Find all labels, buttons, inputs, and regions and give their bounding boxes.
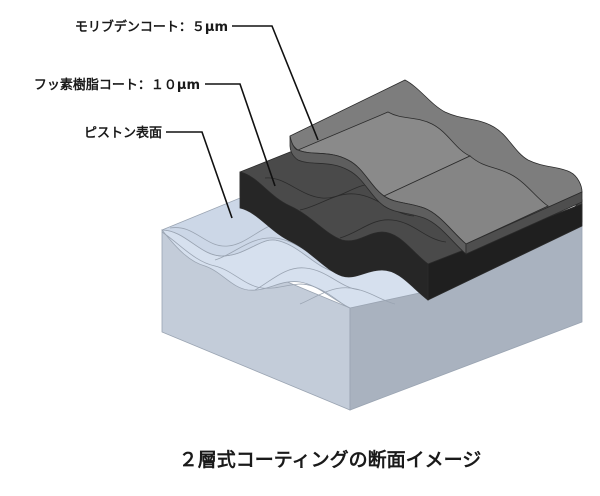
fluororesin-ridge-3 xyxy=(339,219,447,243)
leader-line-molybdenum xyxy=(232,25,319,141)
molybdenum-right-face xyxy=(465,191,583,255)
molybdenum-layer xyxy=(289,79,583,255)
piston-ridge-3 xyxy=(254,267,361,291)
piston-ridge-4 xyxy=(299,287,396,305)
label-molybdenum-coat: モリブデンコート：５μm xyxy=(75,19,228,35)
label-piston-surface: ピストン表面 xyxy=(84,125,162,141)
piston-front-edge xyxy=(161,231,351,309)
fluororesin-ridge-1 xyxy=(264,177,379,199)
piston-block xyxy=(161,197,583,411)
diagram-caption: ２層式コーティングの断面イメージ xyxy=(179,448,481,471)
leader-line-fluororesin xyxy=(205,83,276,187)
leader-line-piston xyxy=(166,131,233,219)
label-fluororesin-coat: フッ素樹脂コート：１０μm xyxy=(34,77,200,93)
